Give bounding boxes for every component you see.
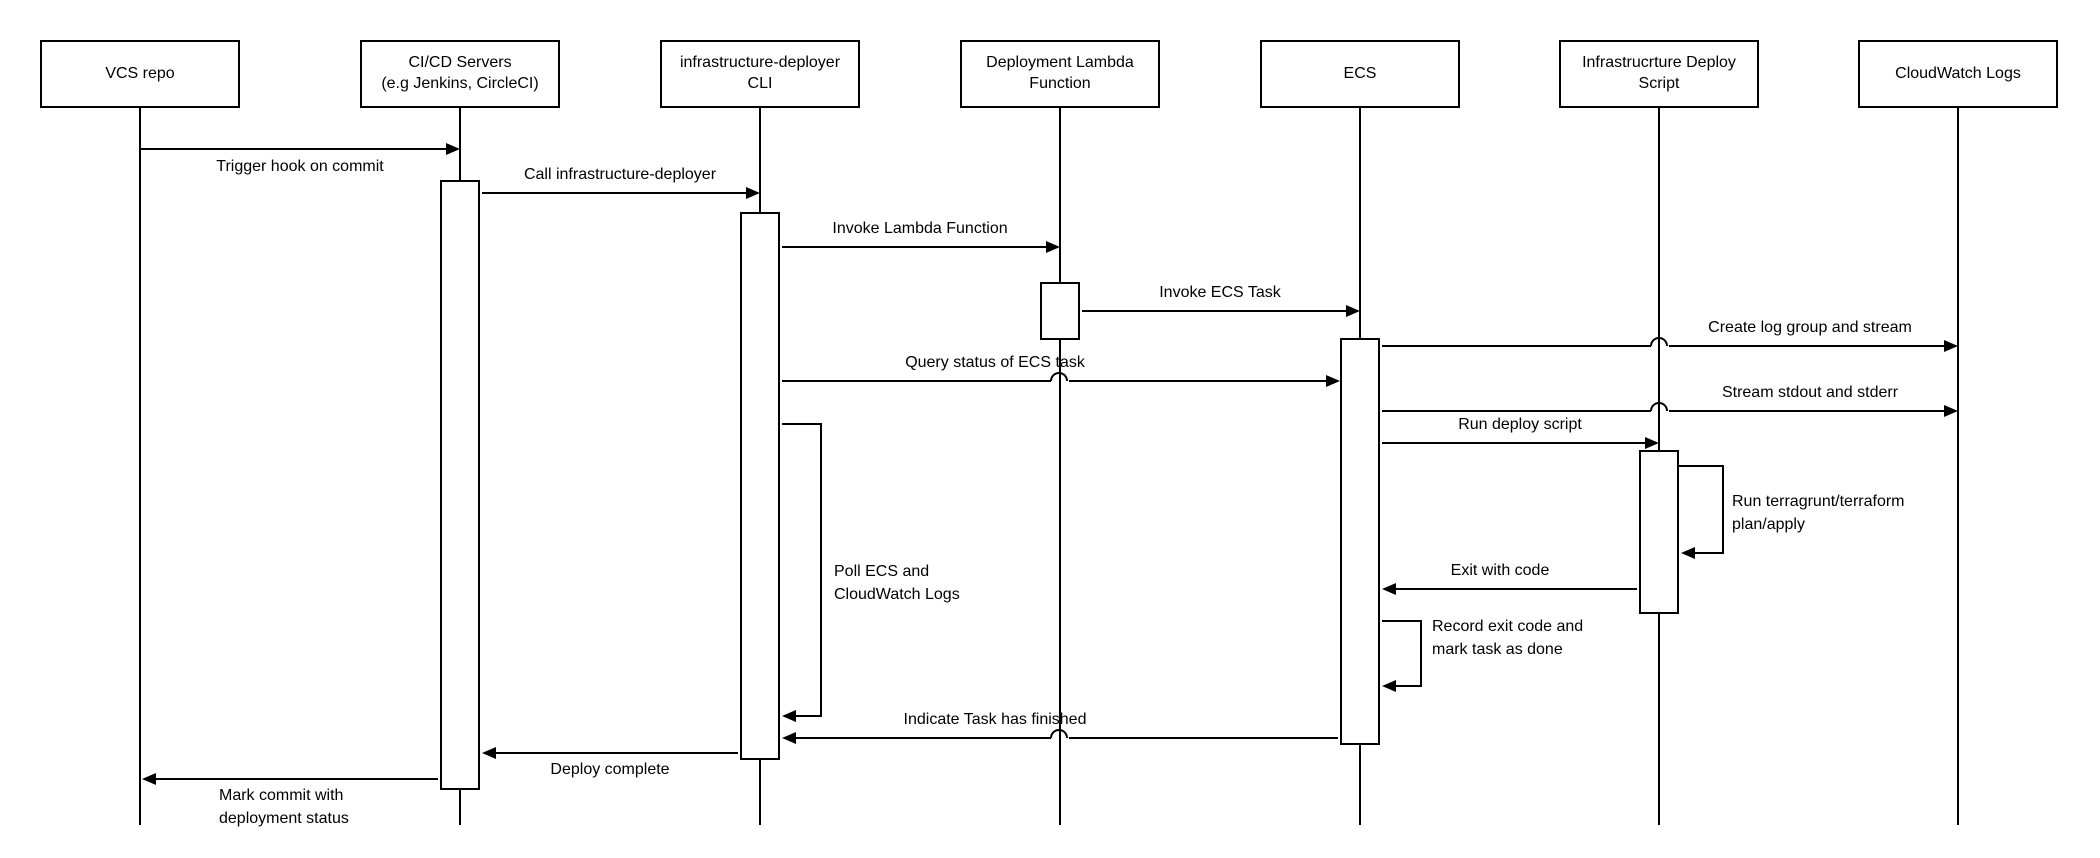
loop-line xyxy=(782,423,822,425)
message-label: Stream stdout and stderr xyxy=(1721,384,1899,401)
message-label: Poll ECS and CloudWatch Logs xyxy=(834,563,960,604)
arrowhead xyxy=(1326,375,1340,387)
activation-lambda xyxy=(1040,282,1080,340)
activation-ecs xyxy=(1340,338,1380,745)
arrowhead xyxy=(782,732,796,744)
loop-line xyxy=(1695,552,1724,554)
actor-cicd-servers: CI/CD Servers (e.g Jenkins, CircleCI) xyxy=(360,40,560,108)
message-label: Deploy complete xyxy=(550,761,670,778)
message-label: Run deploy script xyxy=(1458,416,1582,433)
line-hop xyxy=(1050,372,1068,381)
actor-infrastructure-deploy-script: Infrastrucrture Deploy Script xyxy=(1559,40,1759,108)
arrow-line xyxy=(1069,380,1328,382)
loop-line xyxy=(820,423,822,717)
line-hop xyxy=(1650,337,1668,346)
arrowhead xyxy=(1382,583,1396,595)
arrow-line xyxy=(1396,588,1637,590)
arrow-line xyxy=(1382,345,1651,347)
actor-deployment-lambda: Deployment Lambda Function xyxy=(960,40,1160,108)
activation-deploy-script xyxy=(1639,450,1679,614)
arrowhead xyxy=(1382,680,1396,692)
arrow-line xyxy=(141,148,448,150)
actor-cloudwatch-logs: CloudWatch Logs xyxy=(1858,40,2058,108)
arrowhead xyxy=(142,773,156,785)
actor-infrastructure-deployer-cli: infrastructure-deployer CLI xyxy=(660,40,860,108)
lifeline-vcs-repo xyxy=(139,108,141,825)
message-label: Call infrastructure-deployer xyxy=(523,166,717,183)
arrowhead xyxy=(746,187,760,199)
line-hop xyxy=(1650,402,1668,411)
arrow-line xyxy=(1069,737,1338,739)
arrow-line xyxy=(796,737,1051,739)
arrow-line xyxy=(496,752,738,754)
arrow-line xyxy=(782,246,1048,248)
arrowhead xyxy=(1944,405,1958,417)
arrowhead xyxy=(1944,340,1958,352)
loop-line xyxy=(1679,465,1724,467)
message-label: Create log group and stream xyxy=(1708,319,1912,336)
loop-line xyxy=(796,715,822,717)
arrow-line xyxy=(1669,345,1946,347)
arrow-line xyxy=(1382,410,1651,412)
lifeline-cloudwatch xyxy=(1957,108,1959,825)
activation-cli xyxy=(740,212,780,760)
message-label: Mark commit with deployment status xyxy=(219,787,349,828)
message-label: Invoke ECS Task xyxy=(1159,284,1281,301)
arrowhead xyxy=(1681,547,1695,559)
arrow-line xyxy=(482,192,748,194)
arrow-line xyxy=(1082,310,1348,312)
arrow-line xyxy=(782,380,1051,382)
arrow-line xyxy=(1382,442,1647,444)
arrowhead xyxy=(782,710,796,722)
actor-ecs: ECS xyxy=(1260,40,1460,108)
message-label: Exit with code xyxy=(1450,562,1550,579)
loop-line xyxy=(1382,620,1422,622)
arrowhead xyxy=(482,747,496,759)
message-label: Query status of ECS task xyxy=(905,354,1085,371)
activation-cicd-servers xyxy=(440,180,480,790)
arrowhead xyxy=(446,143,460,155)
actor-vcs-repo: VCS repo xyxy=(40,40,240,108)
arrowhead xyxy=(1046,241,1060,253)
arrow-line xyxy=(156,778,438,780)
lifeline-lambda xyxy=(1059,108,1061,825)
arrowhead xyxy=(1346,305,1360,317)
arrow-line xyxy=(1669,410,1946,412)
line-hop xyxy=(1050,729,1068,738)
message-label: Run terragrunt/terraform plan/apply xyxy=(1732,493,1905,534)
arrowhead xyxy=(1645,437,1659,449)
message-label: Record exit code and mark task as done xyxy=(1432,618,1584,659)
message-label: Indicate Task has finished xyxy=(903,711,1087,728)
loop-line xyxy=(1722,465,1724,554)
message-label: Trigger hook on commit xyxy=(216,158,384,175)
loop-line xyxy=(1396,685,1422,687)
message-label: Invoke Lambda Function xyxy=(832,220,1008,237)
loop-line xyxy=(1420,620,1422,687)
